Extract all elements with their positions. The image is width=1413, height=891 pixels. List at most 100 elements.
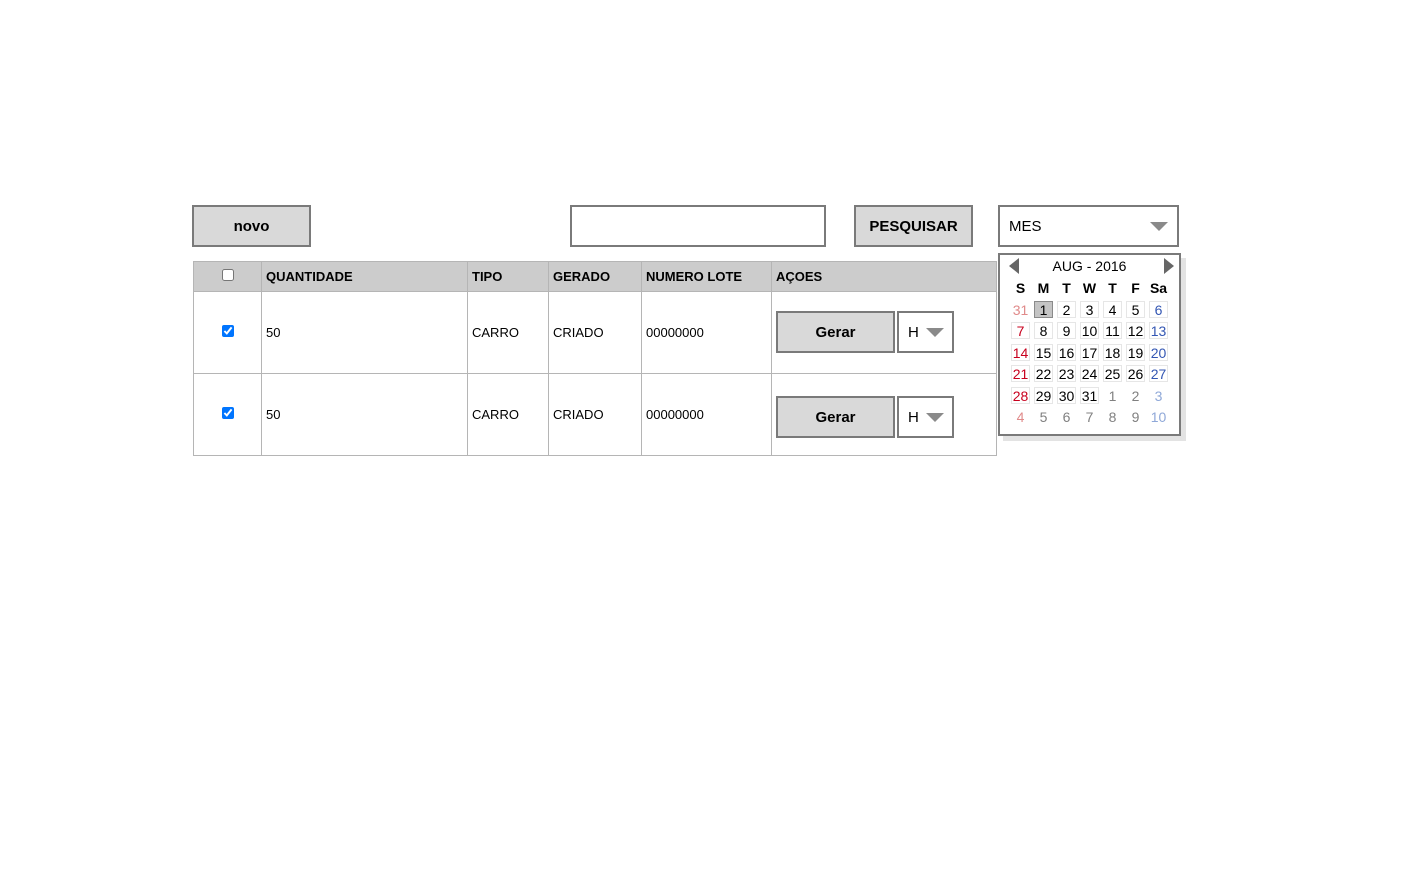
calendar-weekday-row: S M T W T F Sa: [1009, 277, 1170, 299]
calendar-day[interactable]: 5: [1034, 408, 1053, 426]
row-select-cell: [193, 373, 262, 456]
calendar-day[interactable]: 24: [1080, 365, 1099, 383]
calendar-day[interactable]: 6: [1149, 300, 1168, 318]
calendar-day[interactable]: 26: [1126, 365, 1145, 383]
mes-select[interactable]: MES: [998, 205, 1179, 247]
calendar-day[interactable]: 20: [1149, 343, 1168, 361]
calendar-day[interactable]: 31: [1011, 300, 1030, 318]
cell-tipo: CARRO: [467, 291, 549, 374]
pesquisar-button[interactable]: PESQUISAR: [854, 205, 973, 247]
calendar-day[interactable]: 6: [1057, 408, 1076, 426]
select-all-header: [193, 261, 262, 292]
calendar-day[interactable]: 9: [1126, 408, 1145, 426]
weekday-label: S: [1015, 279, 1026, 296]
select-all-checkbox[interactable]: [221, 269, 234, 281]
calendar-day[interactable]: 25: [1103, 365, 1122, 383]
h-select-value: H: [908, 323, 919, 341]
calendar-day[interactable]: 14: [1011, 343, 1030, 361]
calendar-day[interactable]: 5: [1126, 300, 1145, 318]
cell-acoes: Gerar H: [771, 291, 997, 374]
novo-button[interactable]: novo: [192, 205, 311, 247]
h-select-value: H: [908, 408, 919, 426]
calendar-day[interactable]: 31: [1080, 386, 1099, 404]
calendar-day[interactable]: 12: [1126, 322, 1145, 340]
triangle-right-icon[interactable]: [1164, 258, 1174, 274]
calendar-day[interactable]: 7: [1011, 322, 1030, 340]
calendar-day[interactable]: 4: [1103, 300, 1122, 318]
table-header-row: QUANTIDADE TIPO GERADO NUMERO LOTE AÇOES: [193, 261, 997, 292]
search-input[interactable]: [570, 205, 826, 247]
calendar-day[interactable]: 1: [1034, 300, 1053, 318]
calendar-day[interactable]: 3: [1080, 300, 1099, 318]
gerar-button[interactable]: Gerar: [776, 311, 895, 353]
calendar-day[interactable]: 10: [1080, 322, 1099, 340]
h-select[interactable]: H: [897, 311, 954, 353]
weekday-label: M: [1037, 279, 1050, 296]
header-gerado[interactable]: GERADO: [548, 261, 642, 292]
calendar-day[interactable]: 1: [1103, 386, 1122, 404]
chevron-down-icon: [926, 413, 944, 422]
calendar-day[interactable]: 13: [1149, 322, 1168, 340]
row-select-cell: [193, 291, 262, 374]
cell-numero-lote: 00000000: [641, 373, 772, 456]
weekday-label: W: [1082, 279, 1097, 296]
h-select[interactable]: H: [897, 396, 954, 438]
calendar-day[interactable]: 9: [1057, 322, 1076, 340]
cell-numero-lote: 00000000: [641, 291, 772, 374]
weekday-label: Sa: [1149, 279, 1168, 296]
table-row: 50 CARRO CRIADO 00000000 Gerar H: [193, 373, 997, 456]
calendar-day[interactable]: 22: [1034, 365, 1053, 383]
calendar-day[interactable]: 7: [1080, 408, 1099, 426]
header-tipo[interactable]: TIPO: [467, 261, 549, 292]
calendar-day[interactable]: 21: [1011, 365, 1030, 383]
header-numero-lote[interactable]: NUMERO LOTE: [641, 261, 772, 292]
cell-acoes: Gerar H: [771, 373, 997, 456]
mes-select-value: MES: [1009, 217, 1042, 235]
header-quantidade[interactable]: QUANTIDADE: [261, 261, 468, 292]
chevron-down-icon: [926, 328, 944, 337]
calendar-day[interactable]: 4: [1011, 408, 1030, 426]
weekday-label: T: [1062, 279, 1071, 296]
calendar-day[interactable]: 29: [1034, 386, 1053, 404]
table-row: 50 CARRO CRIADO 00000000 Gerar H: [193, 291, 997, 374]
calendar-day[interactable]: 2: [1126, 386, 1145, 404]
cell-gerado: CRIADO: [548, 373, 642, 456]
calendar-day[interactable]: 8: [1034, 322, 1053, 340]
calendar-day[interactable]: 11: [1103, 322, 1122, 340]
calendar-day[interactable]: 19: [1126, 343, 1145, 361]
calendar-day[interactable]: 3: [1149, 386, 1168, 404]
calendar-day[interactable]: 16: [1057, 343, 1076, 361]
chevron-down-icon: [1150, 222, 1168, 231]
row-checkbox[interactable]: [221, 407, 234, 419]
weekday-label: T: [1108, 279, 1117, 296]
cell-gerado: CRIADO: [548, 291, 642, 374]
weekday-label: F: [1131, 279, 1140, 296]
calendar-day[interactable]: 30: [1057, 386, 1076, 404]
calendar-day[interactable]: 18: [1103, 343, 1122, 361]
row-checkbox[interactable]: [221, 325, 234, 337]
cell-quantidade: 50: [261, 373, 468, 456]
calendar-month-year: AUG - 2016: [1052, 258, 1127, 274]
calendar-day[interactable]: 27: [1149, 365, 1168, 383]
lote-table: QUANTIDADE TIPO GERADO NUMERO LOTE AÇOES…: [193, 261, 997, 456]
header-acoes: AÇOES: [771, 261, 997, 292]
cell-quantidade: 50: [261, 291, 468, 374]
gerar-button[interactable]: Gerar: [776, 396, 895, 438]
calendar-day[interactable]: 10: [1149, 408, 1168, 426]
calendar-day[interactable]: 8: [1103, 408, 1122, 426]
calendar-day[interactable]: 23: [1057, 365, 1076, 383]
calendar-day[interactable]: 15: [1034, 343, 1053, 361]
triangle-left-icon[interactable]: [1009, 258, 1019, 274]
cell-tipo: CARRO: [467, 373, 549, 456]
calendar-day[interactable]: 2: [1057, 300, 1076, 318]
calendar-day[interactable]: 17: [1080, 343, 1099, 361]
calendar-day[interactable]: 28: [1011, 386, 1030, 404]
